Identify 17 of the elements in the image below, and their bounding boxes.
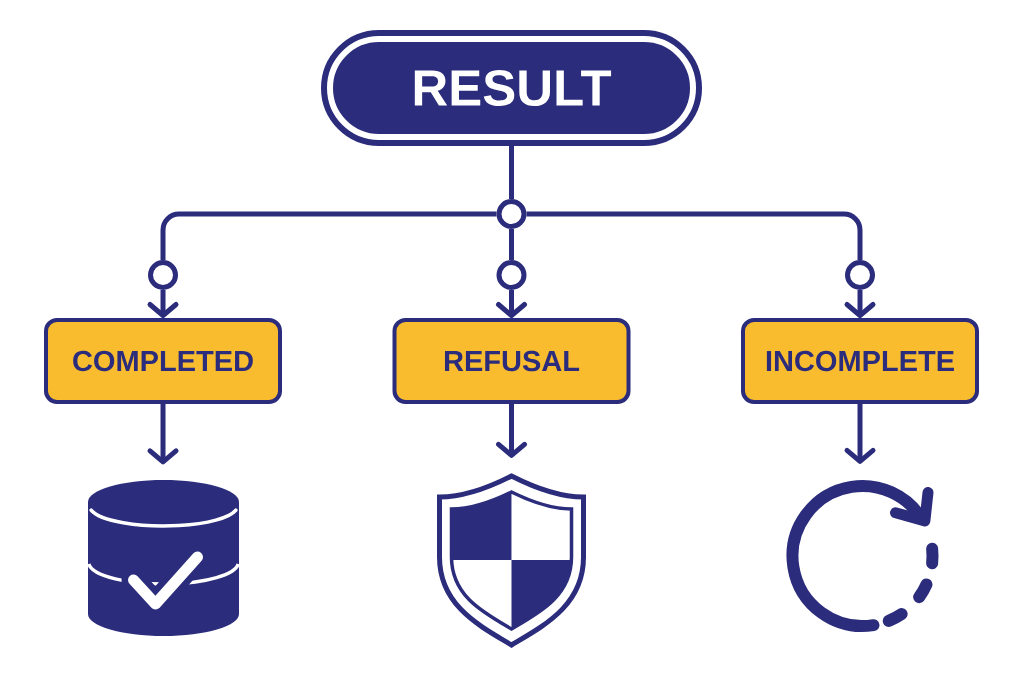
header-pill: RESULT: [321, 30, 702, 146]
connector-circle: [845, 260, 875, 290]
connector-line: [526, 211, 863, 260]
connector-line: [509, 229, 514, 260]
status-box: INCOMPLETE: [741, 318, 979, 404]
arrow: [844, 404, 876, 464]
connector-line: [160, 211, 497, 260]
refresh-icon: [786, 480, 939, 632]
connector-circle: [496, 260, 527, 290]
connector-line: [509, 146, 514, 199]
shield-icon: [437, 473, 586, 648]
connector-circle: [148, 260, 178, 290]
database-check-icon: [87, 480, 240, 636]
junction-circle: [496, 199, 527, 229]
status-box: REFUSAL: [392, 318, 631, 404]
arrow: [147, 404, 179, 465]
status-box: COMPLETED: [44, 318, 282, 404]
